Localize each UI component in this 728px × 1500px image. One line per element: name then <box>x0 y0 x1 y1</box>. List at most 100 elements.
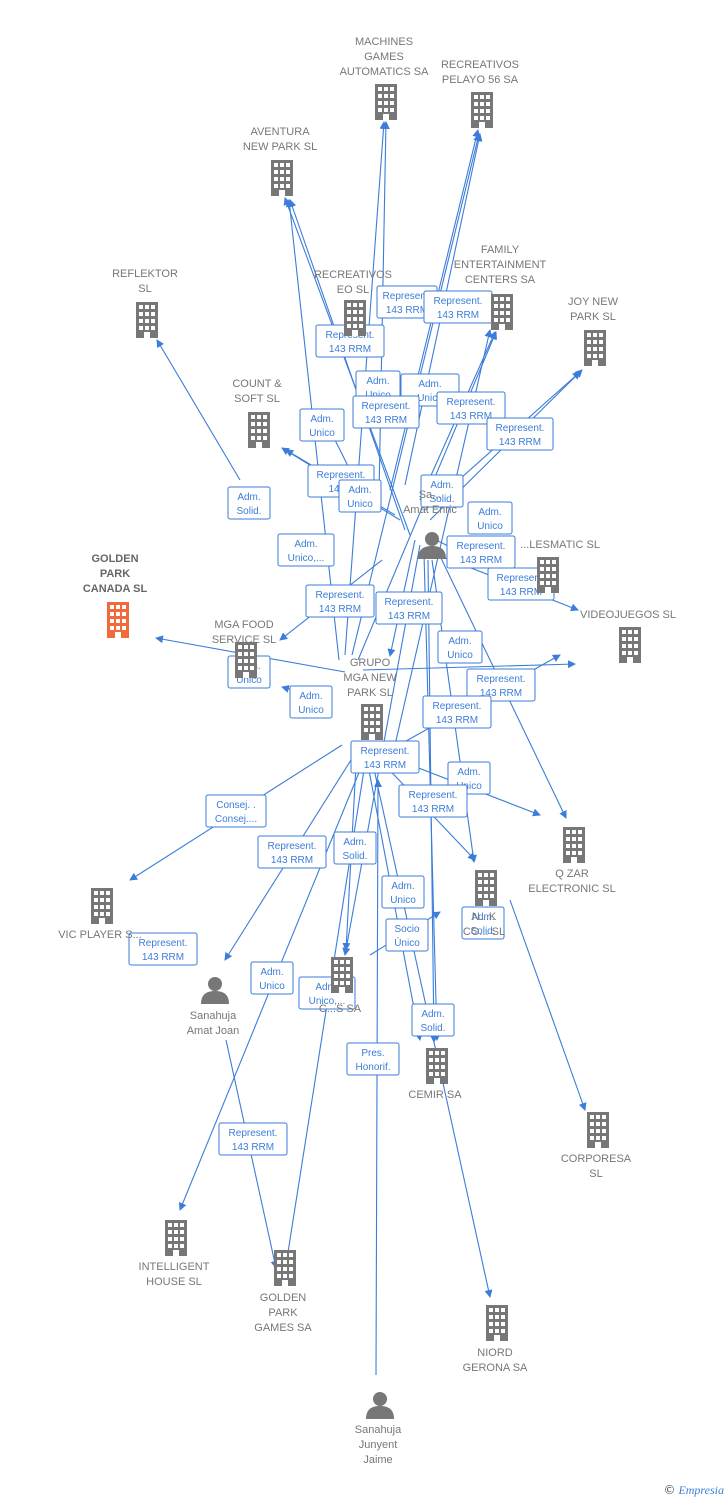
node-label: PARK <box>268 1307 298 1319</box>
node-label: SOFT SL <box>234 393 280 405</box>
node-label: CANADA SL <box>83 583 148 595</box>
relation-label[interactable]: Represent.143 RRM <box>486 417 554 451</box>
relation-label-text: Represent. <box>383 291 432 302</box>
relation-label[interactable]: Represent.143 RRM <box>350 740 420 774</box>
company-node[interactable]: VIC PLAYER S... <box>58 888 142 941</box>
node-label: VIDEOJUEGOS SL <box>580 609 676 621</box>
person-node[interactable]: Sa...Amat Enric <box>403 489 457 559</box>
node-label: GOLDEN <box>91 553 138 565</box>
relation-label[interactable]: Adm.Unico <box>338 479 382 513</box>
relation-label[interactable]: Adm.Unico <box>437 630 483 664</box>
empresia-watermark: © Empresia <box>663 1483 724 1498</box>
relation-label-text: 143 RRM <box>232 1142 274 1153</box>
relation-label[interactable]: Adm.Solid. <box>227 486 271 520</box>
building-icon <box>471 92 493 128</box>
relation-label-text: Honorif. <box>355 1062 390 1073</box>
relation-label-text: Unico <box>259 981 285 992</box>
node-label: N...K <box>472 911 497 923</box>
building-icon <box>375 84 397 120</box>
relation-label-text: Adm. <box>471 912 494 923</box>
relation-label-text: Represent. <box>434 296 483 307</box>
node-label: PELAYO 56 SA <box>442 74 519 86</box>
relation-label[interactable]: Represent.143 RRM <box>257 835 327 869</box>
relation-label[interactable]: Represent.143 RRM <box>398 784 468 818</box>
node-label: C...S SA <box>319 1003 362 1015</box>
relation-label-text: Unico <box>347 499 373 510</box>
relation-label-text: Adm. <box>418 379 441 390</box>
relation-edge <box>288 199 406 531</box>
relation-label-text: Unico,... <box>288 553 325 564</box>
relation-label-text: Unico <box>456 781 482 792</box>
building-icon <box>619 627 641 663</box>
relation-label[interactable]: Pres.Honorif. <box>346 1042 400 1076</box>
relation-label[interactable]: Represent.143 RRM <box>375 591 443 625</box>
relation-label-text: Represent. <box>497 573 546 584</box>
company-node[interactable]: VIDEOJUEGOS SL <box>580 609 676 663</box>
relation-label-text: Adm. <box>421 1009 444 1020</box>
person-icon <box>201 977 229 1004</box>
relation-label[interactable]: Adm.Unico <box>467 501 513 535</box>
relation-label[interactable]: Represent.143 RRM <box>352 395 420 429</box>
relation-label[interactable]: Represent.143 RRM <box>423 290 493 324</box>
relation-label[interactable]: Represent.143 RRM <box>466 668 536 702</box>
building-icon <box>344 300 366 336</box>
relation-label[interactable]: Consej. .Consej.... <box>205 794 267 828</box>
relation-label-text: Represent. <box>229 1128 278 1139</box>
company-node[interactable]: C...S SA <box>319 957 362 1015</box>
building-icon <box>248 412 270 448</box>
relation-label[interactable]: Adm.Solid. <box>411 1003 455 1037</box>
relation-label[interactable]: Adm.Unico <box>250 961 294 995</box>
relation-label[interactable]: Represent.143 RRM <box>128 932 198 966</box>
relation-label-text: Único <box>394 936 420 949</box>
relation-label[interactable]: Adm.Solid. <box>420 474 464 508</box>
relation-label[interactable]: Represent.143 RRM <box>446 535 516 569</box>
node-label: GRUPO <box>350 657 391 669</box>
company-node[interactable]: N...KCO... SL <box>463 870 505 938</box>
node-label: VIC PLAYER S... <box>58 929 142 941</box>
relation-label[interactable]: Adm.Unico,... <box>277 533 335 567</box>
building-icon <box>486 1305 508 1341</box>
node-label: Q ZAR <box>555 868 589 880</box>
relation-label[interactable]: Represent. 143 RRM <box>376 285 438 319</box>
relation-label[interactable]: Adm.Unico <box>299 408 345 442</box>
relation-label-text: 143 RRM <box>386 305 428 316</box>
node-label: MGA FOOD <box>214 619 273 631</box>
relation-label-text: Adm. <box>366 376 389 387</box>
building-icon <box>475 870 497 906</box>
relation-label[interactable]: Adm.Unico <box>381 875 425 909</box>
relation-label[interactable]: Represent.143 RRM <box>422 695 492 729</box>
relation-label-text: Represent. <box>316 590 365 601</box>
company-node[interactable]: ...LESMATIC SL <box>520 539 600 593</box>
relation-label[interactable]: Adm.Unico <box>289 685 333 719</box>
relation-label-text: Represent. <box>409 790 458 801</box>
relation-label[interactable]: Represent.143 RRM <box>305 584 375 618</box>
company-node[interactable]: COUNT &SOFT SL <box>232 378 282 448</box>
node-label: INTELLIGENT <box>139 1261 210 1273</box>
node-label: GERONA SA <box>463 1362 528 1374</box>
node-label: AVENTURA <box>250 126 310 138</box>
relation-label[interactable]: Adm.Solid. <box>333 831 377 865</box>
relation-label[interactable]: Represent. 143 RRM <box>218 1122 288 1156</box>
relation-label-text: Represent. <box>496 423 545 434</box>
relation-label[interactable]: Represent.143 RRM <box>436 391 506 425</box>
relation-label[interactable]: Adm.Solid. <box>461 906 505 940</box>
company-node[interactable]: CEMIR SA <box>408 1048 462 1101</box>
